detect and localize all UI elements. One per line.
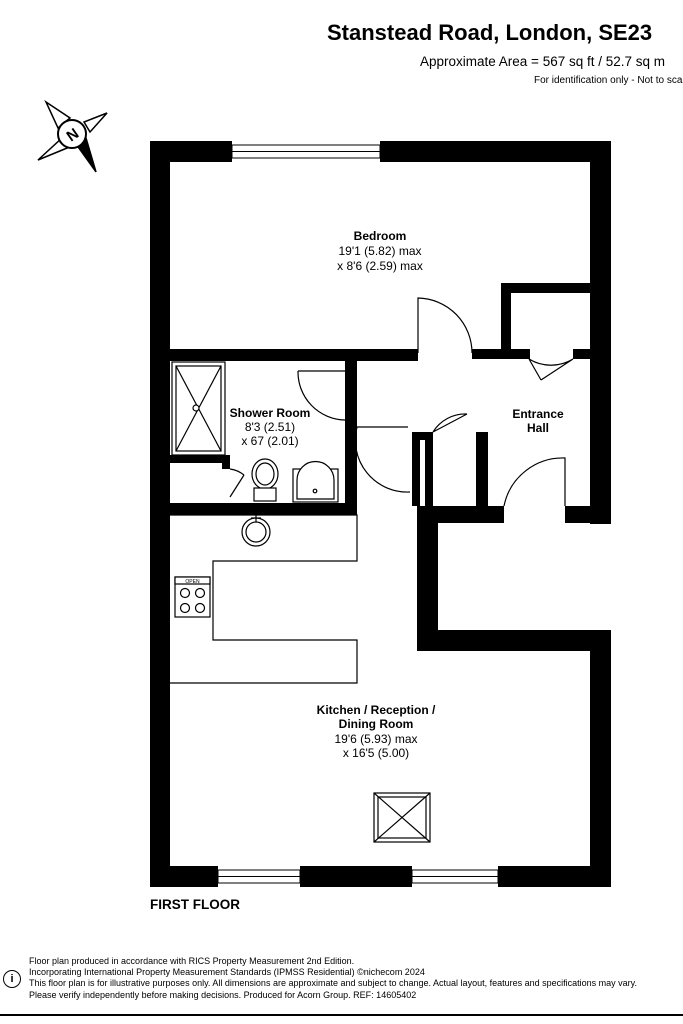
footer-line: Incorporating International Property Mea… xyxy=(29,967,425,978)
north-compass-icon: N xyxy=(37,99,108,173)
identification-note: For identification only - Not to scale xyxy=(534,75,683,86)
svg-text:Shower Room: Shower Room xyxy=(230,406,311,420)
kitchen-reception-label: Kitchen / Reception / Dining Room 19'6 (… xyxy=(317,703,436,760)
svg-text:x 8'6 (2.59) max: x 8'6 (2.59) max xyxy=(337,259,423,273)
shower-room-label: Shower Room 8'3 (2.51) x 67 (2.01) xyxy=(230,406,311,448)
floor-label: FIRST FLOOR xyxy=(150,897,240,912)
svg-text:x 67 (2.01): x 67 (2.01) xyxy=(241,434,298,448)
internal-walls xyxy=(170,283,590,515)
shower-tray xyxy=(171,361,226,456)
oven-label: OPEN xyxy=(185,579,200,585)
svg-text:Entrance: Entrance xyxy=(512,407,564,421)
toilet-icon xyxy=(251,458,279,502)
svg-text:19'1 (5.82) max: 19'1 (5.82) max xyxy=(339,244,422,258)
svg-text:Hall: Hall xyxy=(527,421,549,435)
kitchen-counter xyxy=(170,514,358,684)
svg-text:Bedroom: Bedroom xyxy=(354,229,407,243)
bedroom-label: Bedroom 19'1 (5.82) max x 8'6 (2.59) max xyxy=(337,229,423,273)
footer-line: This floor plan is for illustrative purp… xyxy=(29,978,637,989)
page-title: Stanstead Road, London, SE23 xyxy=(327,20,653,45)
windows xyxy=(217,144,499,884)
svg-text:8'3 (2.51): 8'3 (2.51) xyxy=(245,420,295,434)
svg-text:Dining Room: Dining Room xyxy=(339,717,414,731)
skylight-icon xyxy=(373,792,431,843)
approximate-area: Approximate Area = 567 sq ft / 52.7 sq m xyxy=(420,54,666,69)
outer-walls xyxy=(150,141,611,887)
svg-text:19'6 (5.93) max: 19'6 (5.93) max xyxy=(335,732,418,746)
bottom-rule xyxy=(0,1014,683,1016)
footer-disclaimer: Floor plan produced in accordance with R… xyxy=(29,956,637,1001)
wash-basin-icon xyxy=(292,460,339,503)
hob-icon: OPEN xyxy=(174,576,211,618)
info-icon: i xyxy=(3,970,21,988)
svg-text:Kitchen / Reception /: Kitchen / Reception / xyxy=(317,703,436,717)
entrance-hall-label: Entrance Hall xyxy=(512,407,564,435)
footer-line: Please verify independently before makin… xyxy=(29,989,417,1000)
kitchen-sink-icon xyxy=(241,515,271,547)
svg-text:x 16'5 (5.00): x 16'5 (5.00) xyxy=(343,746,409,760)
doors xyxy=(229,297,574,507)
footer-line: Floor plan produced in accordance with R… xyxy=(29,956,355,966)
